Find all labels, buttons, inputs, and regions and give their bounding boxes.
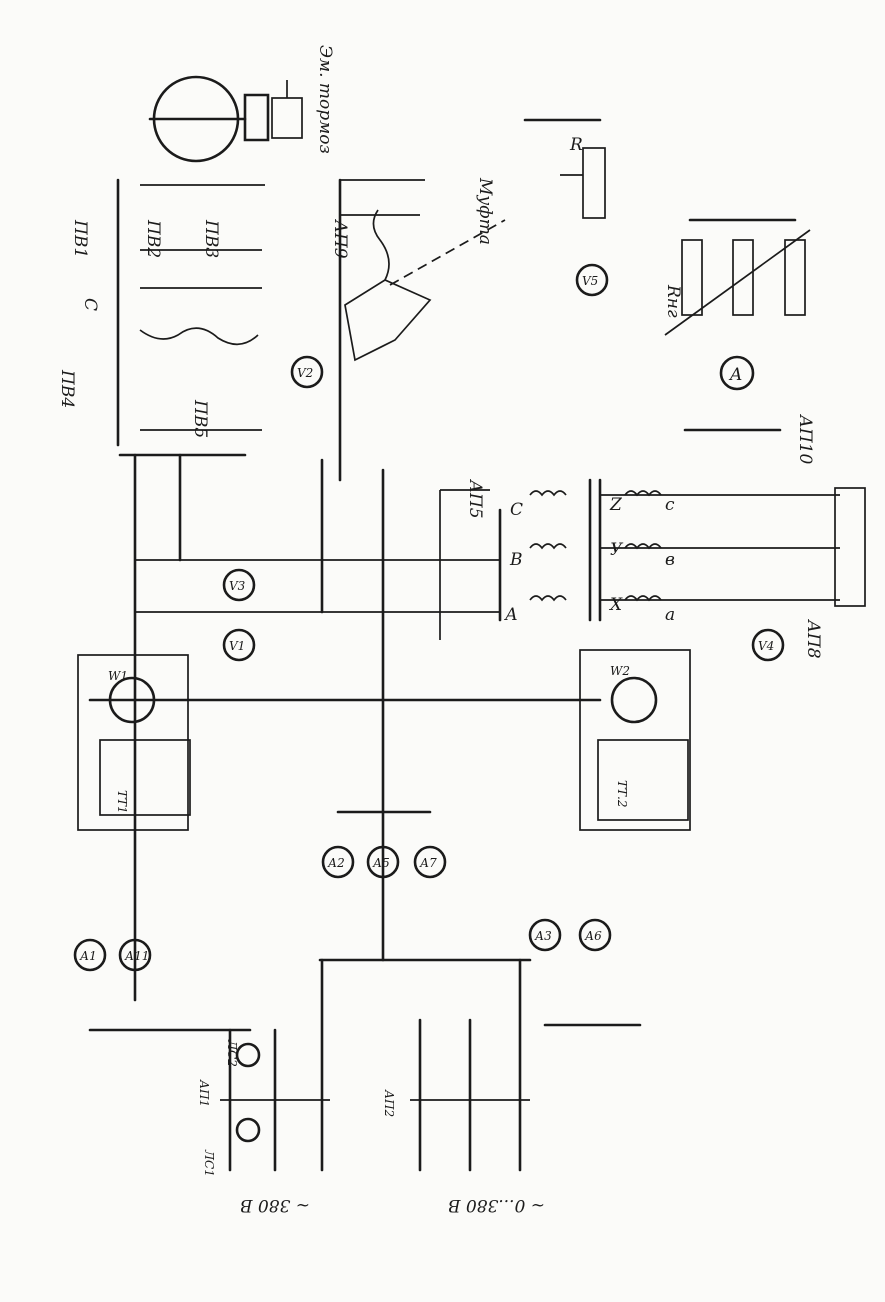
- lamp-ls2: [235, 1042, 261, 1068]
- voltmeter-v4: [751, 628, 785, 662]
- supply-fixed-label: ~ 380 В: [240, 1195, 310, 1215]
- label-a3: А3: [534, 929, 552, 943]
- voltmeter-v1: [222, 628, 256, 662]
- lamp-ls1: [235, 1117, 261, 1143]
- voltmeter-v3: [222, 568, 256, 602]
- label-B: В: [509, 550, 523, 570]
- label-v5: V5: [582, 274, 598, 288]
- load-label: Rнг: [663, 284, 683, 318]
- meter-bank-lower: [528, 918, 642, 1027]
- label-v3: V3: [229, 579, 246, 593]
- resistor-label: R: [569, 135, 583, 155]
- label-pv3: ПВ3: [201, 219, 221, 258]
- label-w2: W2: [610, 664, 630, 678]
- label-v1: V1: [229, 639, 245, 653]
- ammeter-label: A: [728, 365, 742, 385]
- label-ls2: ЛС2: [225, 1039, 239, 1067]
- meter-bank-left: [73, 938, 252, 1032]
- label-Y: У: [610, 540, 624, 560]
- label-w1: W1: [108, 669, 128, 683]
- label-Z: Z: [609, 495, 623, 515]
- label-ap9: АП9: [330, 219, 350, 259]
- supply-variable-label: ~ 0...380 В: [448, 1195, 545, 1215]
- brake-motor: [148, 75, 303, 163]
- load-resistors: [664, 218, 811, 432]
- label-X: Х: [608, 595, 623, 615]
- label-a5: А5: [372, 856, 390, 870]
- label-a11: А11: [124, 949, 149, 963]
- label-tt1: ТТ1: [115, 790, 129, 814]
- wattmeter-1: [77, 654, 191, 831]
- label-a7: А7: [419, 856, 437, 870]
- label-a: а: [665, 605, 675, 625]
- label-C: С: [510, 500, 523, 520]
- label-pv2: ПВ2: [143, 219, 163, 258]
- label-v2: V2: [297, 366, 313, 380]
- label-a6: А6: [584, 929, 602, 943]
- label-ap1: АП1: [197, 1079, 211, 1107]
- supply-section: [220, 958, 530, 1172]
- voltmeter-v2: [290, 355, 324, 389]
- winding-star: [338, 178, 506, 482]
- resistor-r: [523, 118, 606, 219]
- label-v4: V4: [758, 639, 774, 653]
- label-ls1: ЛС1: [202, 1149, 216, 1177]
- top-switch-block: [116, 178, 265, 457]
- label-c: с: [665, 495, 675, 515]
- meter-bank-middle: [318, 810, 532, 962]
- label-capacitor: С: [80, 298, 100, 311]
- label-A: А: [504, 605, 518, 625]
- main-bus: [88, 453, 866, 1002]
- label-ap5: АП5: [465, 479, 485, 519]
- voltmeter-v5: [575, 263, 609, 297]
- label-pv4: ПВ4: [57, 369, 77, 408]
- brake-label: Эм. тормоз: [315, 45, 335, 154]
- label-ap8: АП8: [803, 619, 823, 659]
- label-pv1: ПВ1: [70, 219, 90, 258]
- label-tt2: ТТ.2: [615, 780, 629, 807]
- label-b: в: [665, 550, 675, 570]
- label-a2: А2: [327, 856, 345, 870]
- label-pv5: ПВ5: [190, 399, 210, 438]
- label-a1: А1: [79, 949, 97, 963]
- wattmeter-2: [579, 649, 691, 831]
- label-ap2: АП2: [382, 1089, 396, 1117]
- label-ap10: АП10: [795, 414, 815, 465]
- three-phase-transformer: [498, 478, 662, 622]
- clutch-label: Муфта: [475, 177, 495, 245]
